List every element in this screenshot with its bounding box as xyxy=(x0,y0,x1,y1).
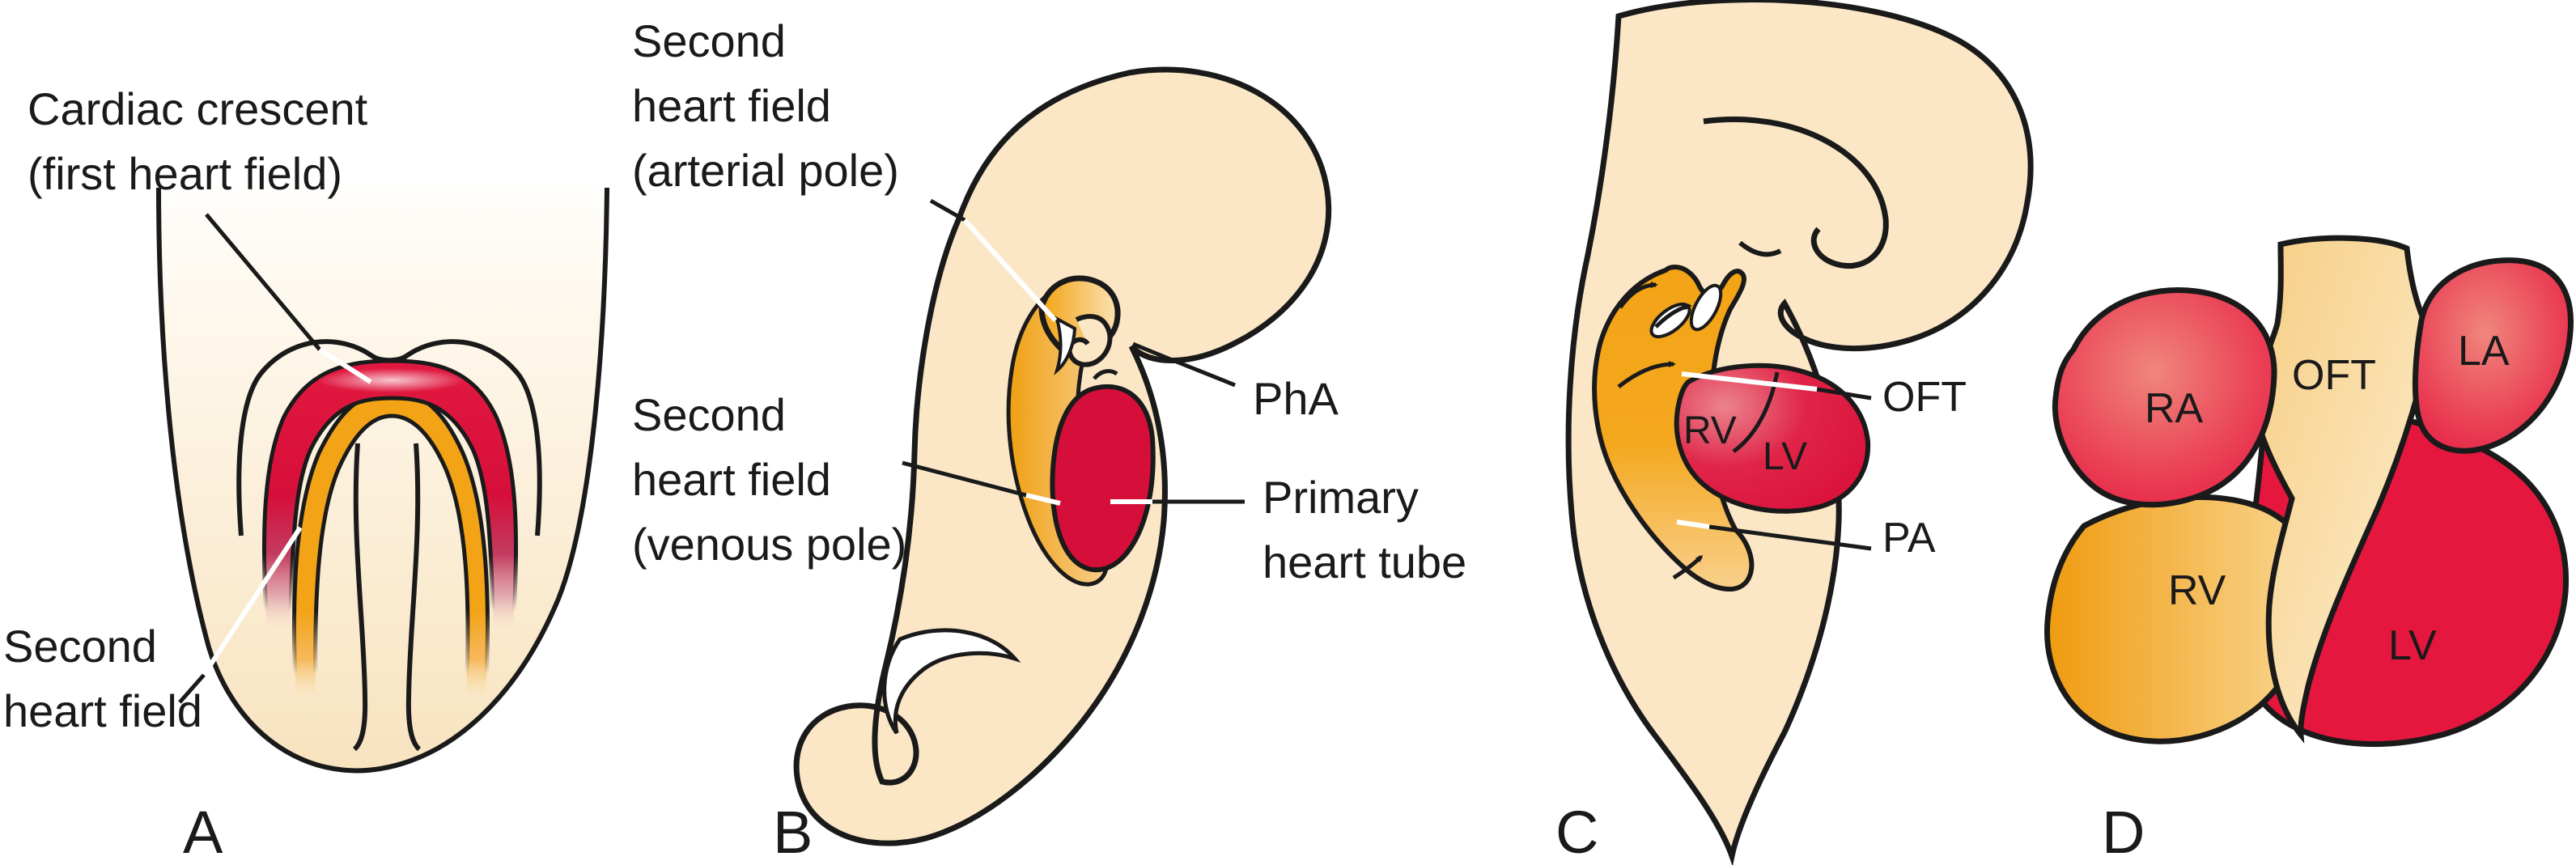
leader-line-arterial xyxy=(929,198,966,223)
panel-letter-b: B xyxy=(773,799,813,865)
leader-line-oft-tip xyxy=(1681,371,1818,392)
label-lv: LV xyxy=(2388,622,2437,669)
fold-white-gap xyxy=(1054,315,1077,375)
leader-line-second-heart-field-tip xyxy=(202,526,303,676)
label-pha: PhA xyxy=(1253,373,1339,424)
leader-line-arterial-tip xyxy=(962,218,1058,323)
leader-line-cardiac-crescent-tip xyxy=(318,347,372,384)
tube-top-notch-line xyxy=(1093,369,1118,380)
label-shf-arterial: Second heart field (arterial pole) xyxy=(632,15,899,196)
neural-fold-line-right xyxy=(405,443,422,752)
label-pa: PA xyxy=(1882,515,1936,562)
label-ra: RA xyxy=(2145,385,2204,432)
left-atrium-shape xyxy=(2412,257,2574,454)
label-la: LA xyxy=(2458,328,2510,375)
leader-line-venous xyxy=(902,460,1027,498)
panel-letter-d: D xyxy=(2102,799,2145,865)
tail-curl-notch xyxy=(882,628,1021,735)
right-ventricle-shape xyxy=(2044,494,2316,744)
label-lv: LV xyxy=(1763,435,1807,478)
neural-fold-line-left xyxy=(352,443,368,752)
head-spiral-line xyxy=(1703,117,1889,269)
leader-line-pha xyxy=(1132,341,1236,388)
panel-letter-a: A xyxy=(183,799,223,865)
second-heart-field-arch xyxy=(291,389,490,698)
migration-arrow-1 xyxy=(1618,282,1658,309)
panel-b: Second heart field (arterial pole) PhA S… xyxy=(632,15,1466,865)
label-rv: RV xyxy=(1683,409,1737,452)
leader-line-pa-tip xyxy=(1676,519,1710,529)
leader-line-second-heart-field xyxy=(178,673,206,704)
label-second-heart-field: Second heart field xyxy=(3,621,202,736)
leader-line-oft xyxy=(1816,387,1872,401)
panel-d: RA OFT LA RV LV D xyxy=(2044,235,2574,865)
label-oft: OFT xyxy=(1882,374,1967,421)
migration-arrow-3 xyxy=(1617,361,1676,388)
label-shf-venous: Second heart field (venous pole) xyxy=(632,389,906,570)
leader-line-cardiac-crescent xyxy=(205,213,321,351)
label-cardiac-crescent: Cardiac crescent (first heart field) xyxy=(28,83,380,199)
leader-line-venous-tip xyxy=(1025,493,1061,506)
right-atrium-shape xyxy=(2052,287,2277,508)
migration-arrow-4 xyxy=(1672,554,1704,580)
label-rv: RV xyxy=(2168,567,2226,614)
cardiac-crescent-shape xyxy=(261,358,519,632)
migration-arrow-2 xyxy=(1654,303,1692,329)
leader-line-pa xyxy=(1708,524,1872,551)
panel-a: Cardiac crescent (first heart field) Sec… xyxy=(3,83,609,865)
panel-letter-c: C xyxy=(1555,799,1598,865)
mouth-notch-line xyxy=(1738,240,1782,257)
pharyngeal-gap-2 xyxy=(1689,283,1723,332)
label-oft: OFT xyxy=(2292,352,2376,399)
panel-c: RV LV OFT PA C xyxy=(1555,0,2034,865)
crescent-highlight xyxy=(317,368,466,392)
label-primary-heart-tube: Primary heart tube xyxy=(1263,472,1466,587)
primary-heart-tube-shape xyxy=(1050,384,1156,573)
looped-heart-shape xyxy=(1674,363,1871,514)
